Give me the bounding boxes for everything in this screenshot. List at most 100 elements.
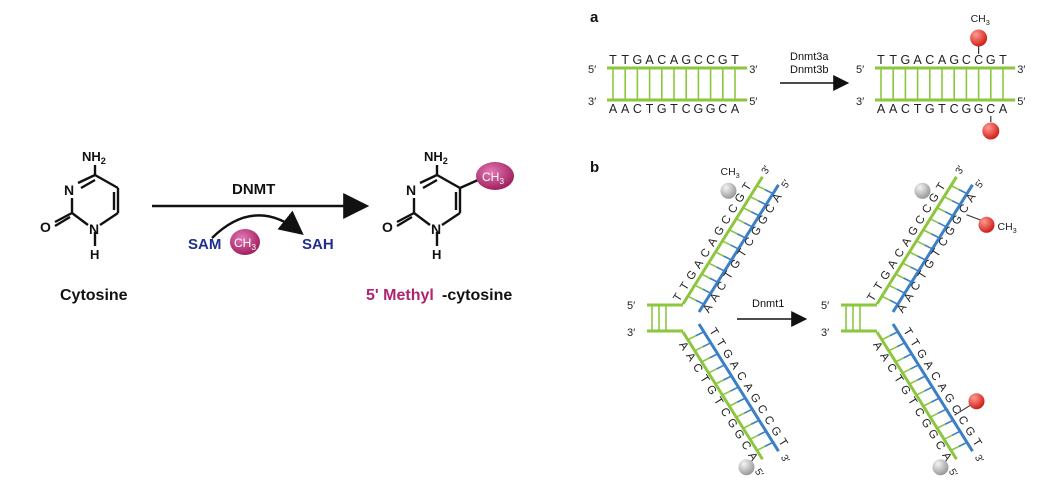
base-pair-rung — [888, 346, 898, 352]
base-pair-rung — [716, 266, 725, 272]
inner-base: T — [916, 269, 930, 281]
base-pair-rung — [735, 218, 745, 224]
base-pair-rung — [708, 368, 717, 374]
base-pair-rung — [730, 244, 739, 250]
base-pair-rung — [757, 199, 767, 206]
base-pair-rung — [936, 207, 946, 213]
bottom-base: T — [914, 102, 922, 116]
strand-end-3: 3′ — [954, 164, 967, 176]
panel-b-replication-fork-after: 5′3′TATAGCATCGATGCCGCGGCTA3′5′CH3ATATCGT… — [821, 164, 1017, 479]
base-pair-rung — [895, 357, 905, 363]
bottom-base: G — [706, 102, 716, 116]
base-pair-rung — [917, 375, 926, 381]
strand-end-3: 3′ — [1017, 64, 1025, 76]
inner-base: T — [722, 269, 736, 281]
base-pair-rung — [735, 412, 745, 418]
strand-end-3: 3′ — [778, 453, 791, 465]
bottom-base: C — [901, 102, 910, 116]
inner-base: A — [708, 291, 722, 304]
base-pair-rung — [916, 240, 925, 246]
bottom-base: G — [962, 102, 972, 116]
top-base: A — [670, 53, 679, 67]
base-pair-rung — [750, 419, 760, 425]
strand-end-3: 3′ — [856, 96, 864, 108]
outer-base: A — [683, 351, 697, 364]
top-base: C — [974, 53, 983, 67]
product-methyl-label: CH3 — [482, 170, 504, 186]
base-pair-rung — [764, 188, 774, 195]
cytosine-name: Cytosine — [60, 287, 128, 304]
base-pair-rung — [687, 335, 697, 341]
strand-end-5: 5′ — [627, 300, 635, 312]
sam-methyl-bubble — [230, 229, 260, 255]
sam-label: SAM — [188, 236, 221, 253]
inner-base: T — [736, 247, 750, 259]
sah-label: SAH — [302, 236, 334, 253]
top-base: C — [706, 53, 715, 67]
methyl-stalk — [954, 404, 971, 416]
bottom-base: C — [718, 102, 727, 116]
inner-base: A — [770, 191, 784, 204]
outer-base: C — [912, 406, 927, 419]
daughter-strand — [697, 323, 780, 453]
base-pair-rung — [736, 397, 746, 403]
base-pair-rung — [722, 240, 731, 246]
new-methyl-ball — [968, 393, 985, 410]
methylcytosine-name-prefix: 5' Methyl — [366, 287, 434, 304]
base-pair-rung — [701, 357, 711, 363]
bottom-base: A — [889, 102, 898, 116]
base-pair-rung — [749, 434, 759, 441]
strand-end-3: 3′ — [749, 64, 757, 76]
base-pair-rung — [937, 222, 947, 228]
outer-base: C — [738, 439, 753, 452]
methyl-label: CH3 — [971, 13, 990, 27]
base-pair-rung — [756, 445, 766, 452]
methylcytosine-name-suffix: -cytosine — [442, 287, 512, 304]
base-pair-rung — [909, 251, 918, 257]
strand-end-3: 3′ — [588, 96, 596, 108]
base-pair-rung — [694, 284, 704, 290]
bottom-base: G — [974, 102, 984, 116]
base-pair-rung — [764, 441, 774, 448]
inner-base: A — [902, 291, 916, 304]
cytosine-nh2-label: NH2 — [82, 149, 106, 166]
strand-end-5: 5′ — [588, 64, 596, 76]
base-pair-rung — [743, 408, 753, 414]
methylcytosine-h-label: H — [432, 247, 441, 262]
base-pair-rung — [958, 188, 968, 195]
base-pair-rung — [736, 233, 746, 239]
base-pair-rung — [687, 295, 697, 301]
base-pair-rung — [950, 445, 960, 452]
outer-base: C — [690, 362, 705, 375]
base-pair-rung — [881, 295, 891, 301]
base-pair-rung — [702, 288, 712, 294]
base-pair-rung — [944, 419, 954, 425]
cytosine-structure — [54, 165, 120, 246]
top-base: C — [657, 53, 666, 67]
panel-a-enzyme-line1: Dnmt3a — [790, 51, 829, 63]
methylcytosine-nh2-label: NH2 — [424, 149, 448, 166]
outer-base: A — [870, 340, 884, 353]
top-base: A — [645, 53, 654, 67]
panel-a-enzyme-line2: Dnmt3b — [790, 64, 829, 76]
bottom-base: A — [999, 102, 1008, 116]
outer-base: T — [711, 395, 725, 407]
inner-base: C — [957, 202, 972, 215]
base-pair-rung — [723, 375, 732, 381]
inner-base: C — [715, 280, 730, 293]
top-base: G — [901, 53, 911, 67]
strand-end-3: 3′ — [821, 327, 829, 339]
base-pair-rung — [950, 184, 960, 191]
base-pair-rung — [757, 430, 767, 437]
panel-b-enzyme-label: Dnmt1 — [752, 298, 784, 310]
base-pair-rung — [924, 386, 933, 392]
base-pair-rung — [903, 277, 913, 283]
top-base: C — [694, 53, 703, 67]
base-pair-rung — [930, 233, 940, 239]
base-pair-rung — [709, 277, 719, 283]
methylcytosine-ring-n-label: N — [406, 182, 416, 198]
inner-base: A — [964, 191, 978, 204]
